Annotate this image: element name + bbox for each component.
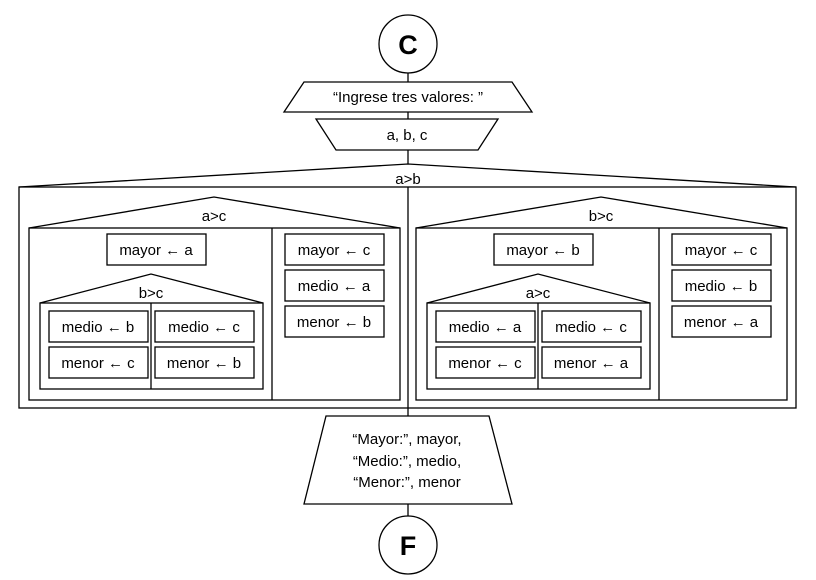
input-node: a, b, c	[314, 118, 500, 151]
end-label: F	[400, 531, 417, 561]
left-false-assign-3: menor ← b	[284, 305, 385, 338]
svg-text:medio ← a: medio ← a	[298, 278, 371, 295]
svg-text:medio ← b: medio ← b	[62, 319, 135, 336]
left-true-assign: mayor ← a	[106, 233, 207, 266]
right-inner-true-1: medio ← a	[435, 310, 536, 343]
final-output-node: “Mayor:”, mayor, “Medio:”, medio, “Menor…	[303, 415, 513, 505]
left-inner-true-2: menor ← c	[48, 346, 149, 379]
right-true-assign: mayor ← b	[493, 233, 594, 266]
svg-text:menor ← c: menor ← c	[448, 355, 522, 372]
svg-text:menor ← c: menor ← c	[61, 355, 135, 372]
svg-text:medio ← a: medio ← a	[449, 319, 522, 336]
right-condition-text: b>c	[589, 208, 614, 225]
svg-text:mayor ← c: mayor ← c	[298, 242, 371, 259]
right-inner-true-2: menor ← c	[435, 346, 536, 379]
left-inner-false-2: menor ← b	[154, 346, 255, 379]
output-prompt-text: “Ingrese tres valores: ”	[333, 89, 483, 106]
right-false-assign-2: medio ← b	[671, 269, 772, 302]
svg-text:medio ← c: medio ← c	[555, 319, 627, 336]
left-decision: a>c mayor ← a b>c medio ← b menor ← c me…	[28, 196, 401, 401]
outer-condition-text: a>b	[395, 171, 420, 188]
final-output-line-2: “Medio:”, medio,	[353, 453, 461, 470]
right-false-assign-1: mayor ← c	[671, 233, 772, 266]
left-inner-decision: b>c medio ← b menor ← c medio ← c menor …	[39, 273, 264, 390]
final-output-line-1: “Mayor:”, mayor,	[352, 431, 461, 448]
svg-text:mayor ← b: mayor ← b	[506, 242, 579, 259]
svg-text:menor ← a: menor ← a	[554, 355, 629, 372]
svg-text:menor ← a: menor ← a	[684, 314, 759, 331]
right-inner-false-1: medio ← c	[541, 310, 642, 343]
final-output-line-3: “Menor:”, menor	[353, 474, 461, 491]
svg-text:mayor ← a: mayor ← a	[119, 242, 193, 259]
right-false-assign-3: menor ← a	[671, 305, 772, 338]
right-inner-decision: a>c medio ← a menor ← c medio ← c menor …	[426, 273, 651, 390]
right-inner-condition-text: a>c	[526, 285, 551, 302]
right-decision: b>c mayor ← b a>c medio ← a menor ← c me…	[415, 196, 788, 401]
left-inner-true-1: medio ← b	[48, 310, 149, 343]
svg-text:menor ← b: menor ← b	[297, 314, 371, 331]
svg-text:medio ← c: medio ← c	[168, 319, 240, 336]
left-false-assign-2: medio ← a	[284, 269, 385, 302]
left-condition-text: a>c	[202, 208, 227, 225]
end-node: F	[378, 515, 438, 575]
left-inner-false-1: medio ← c	[154, 310, 255, 343]
svg-text:mayor ← c: mayor ← c	[685, 242, 758, 259]
start-label: C	[398, 30, 418, 60]
outer-decision: a>b	[18, 163, 797, 409]
right-inner-false-2: menor ← a	[541, 346, 642, 379]
left-inner-condition-text: b>c	[139, 285, 164, 302]
left-false-assign-1: mayor ← c	[284, 233, 385, 266]
start-node: C	[378, 14, 438, 74]
input-vars-text: a, b, c	[387, 127, 428, 144]
output-prompt-node: “Ingrese tres valores: ”	[282, 81, 534, 113]
svg-text:medio ← b: medio ← b	[685, 278, 758, 295]
svg-text:menor ← b: menor ← b	[167, 355, 241, 372]
